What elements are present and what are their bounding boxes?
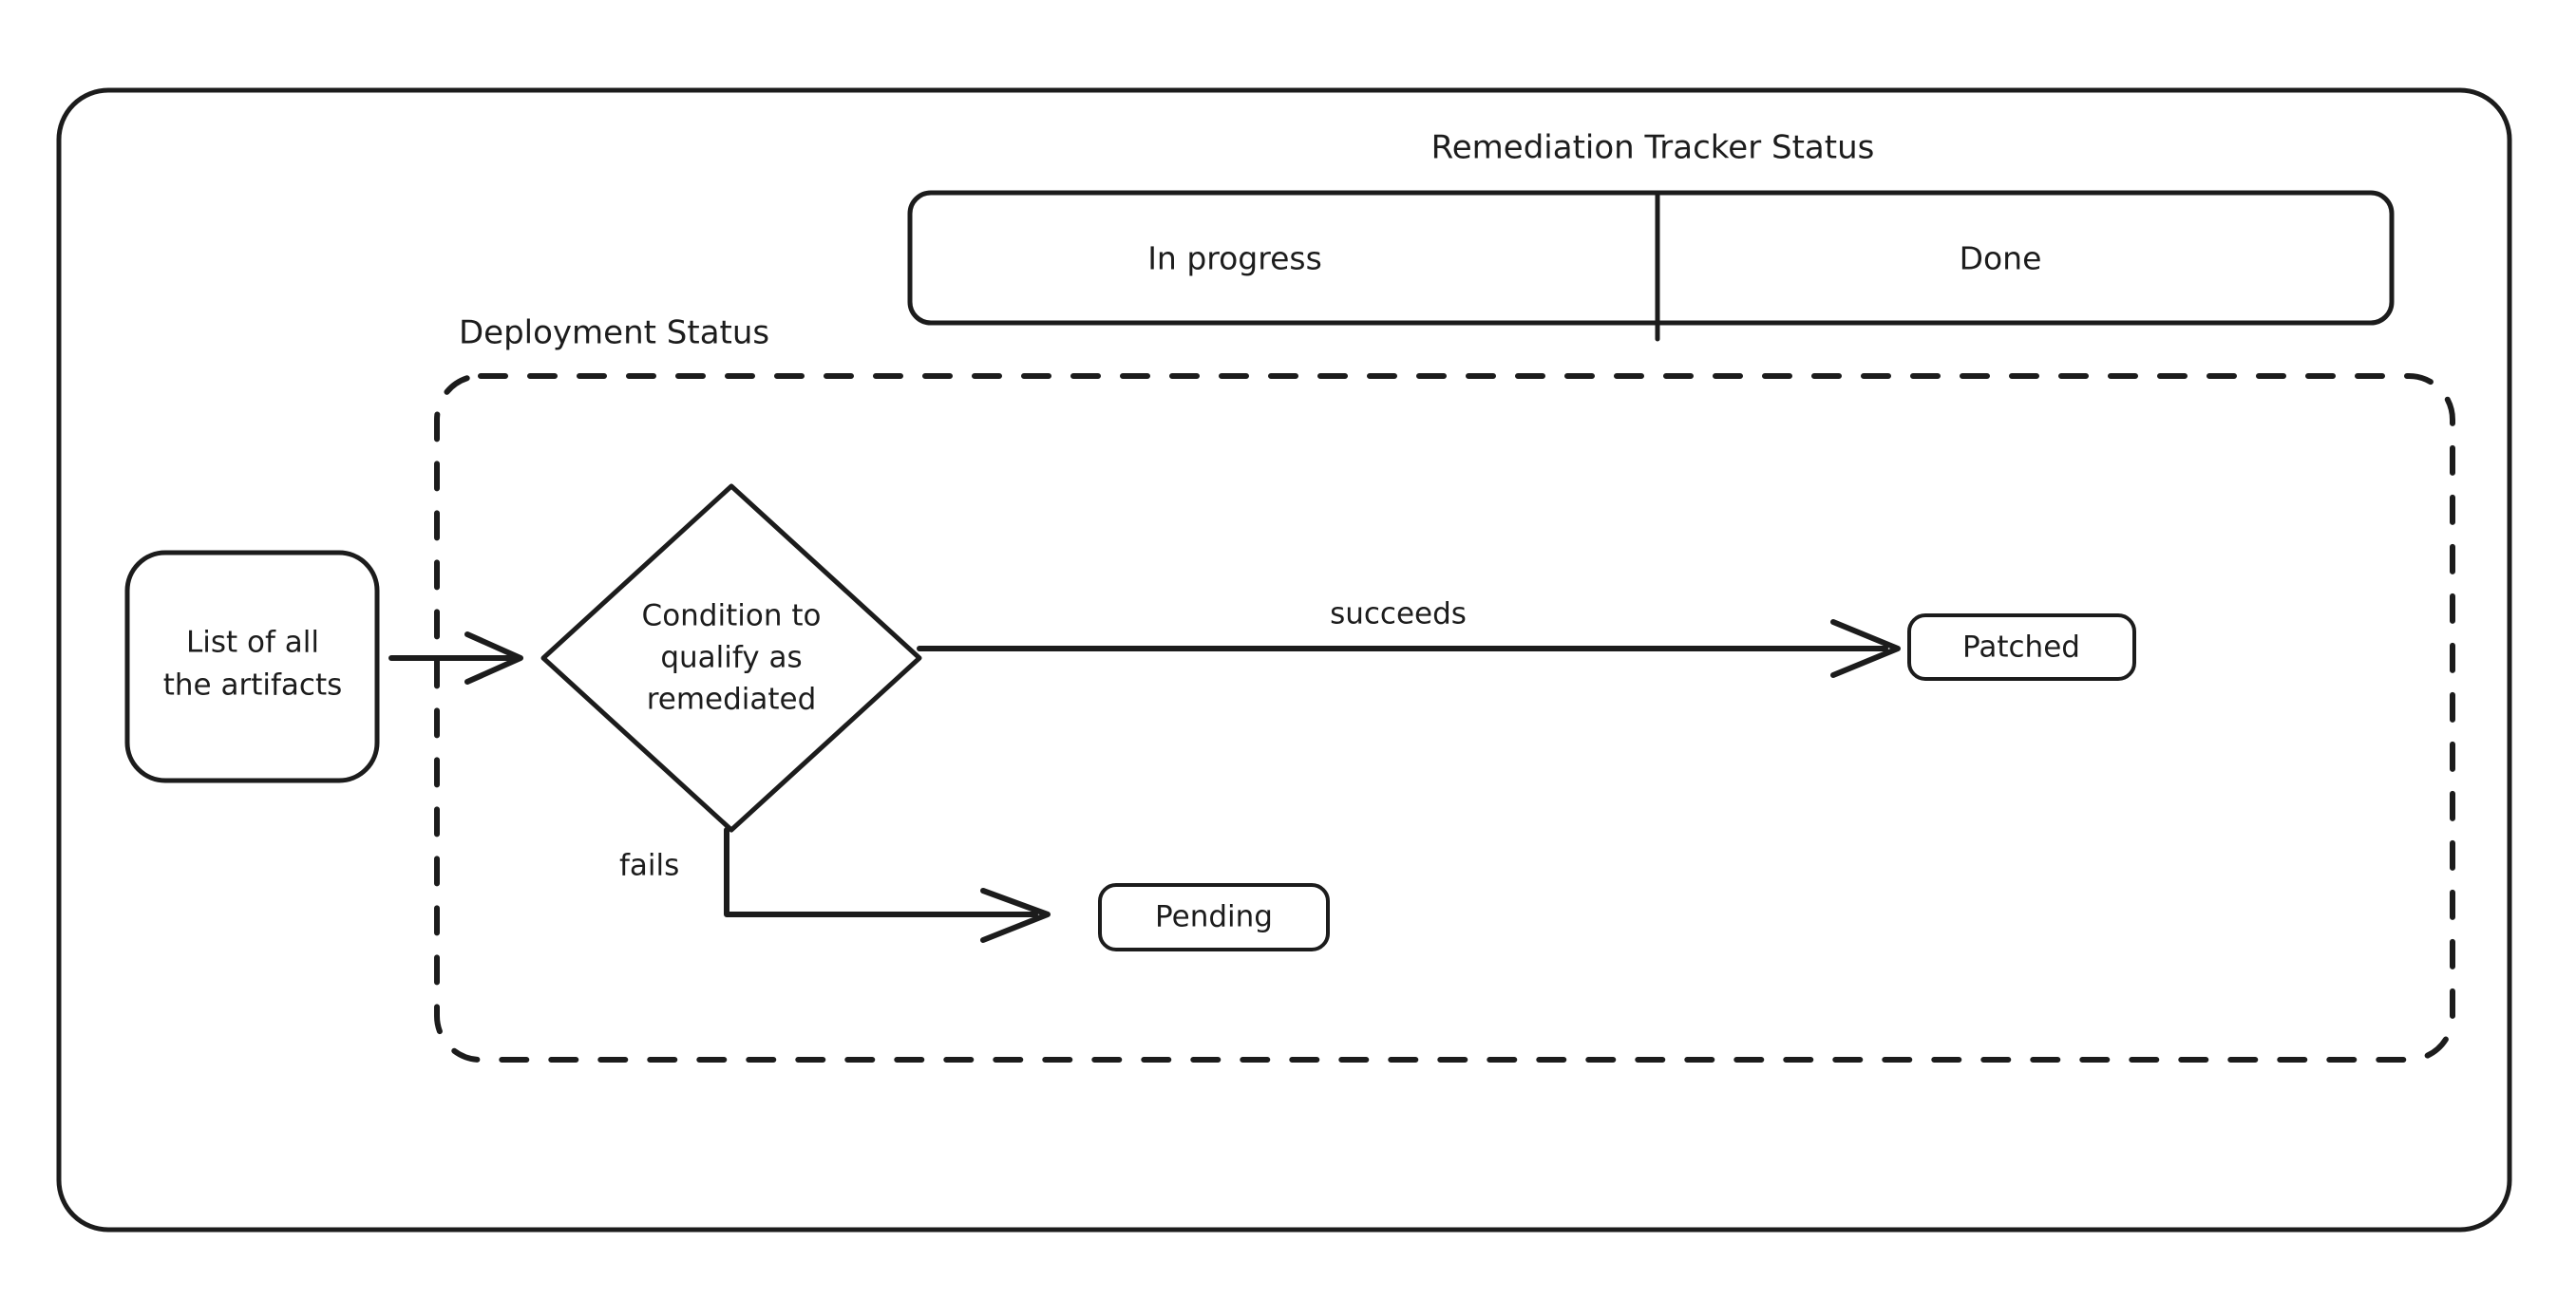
node-pending-label: Pending	[1155, 900, 1273, 934]
tracker-cell-done-label: Done	[1960, 240, 2042, 277]
outer-rounded-frame	[56, 87, 2512, 1233]
node-patched-shape	[1907, 613, 2136, 681]
edge-label-succeeds: succeeds	[1330, 597, 1467, 631]
edge-condition-to-patched-arrowhead	[1830, 619, 1901, 678]
edge-artifacts-to-condition-arrowhead	[464, 631, 523, 685]
node-artifacts-label-line2: the artifacts	[163, 668, 343, 703]
node-artifacts-label-line1: List of all	[186, 626, 319, 660]
tracker-bar	[907, 190, 2395, 326]
deployment-status-group-label: Deployment Status	[459, 314, 769, 352]
tracker-title: Remediation Tracker Status	[1431, 129, 1875, 167]
deployment-status-group-border	[434, 373, 2455, 1063]
node-patched-label: Patched	[1962, 631, 2080, 665]
node-artifacts-shape	[124, 550, 380, 783]
edge-condition-to-pending-arrowhead	[980, 888, 1051, 943]
node-condition-label-line3: remediated	[647, 683, 817, 717]
node-pending-shape	[1098, 883, 1330, 951]
node-condition-label-line1: Condition to	[642, 599, 822, 633]
tracker-cell-in-progress-label: In progress	[1147, 240, 1322, 277]
edge-condition-to-pending	[724, 827, 1038, 917]
edge-label-fails: fails	[619, 849, 679, 883]
node-condition-label-line2: qualify as	[660, 641, 802, 675]
node-condition-shape	[540, 483, 922, 833]
